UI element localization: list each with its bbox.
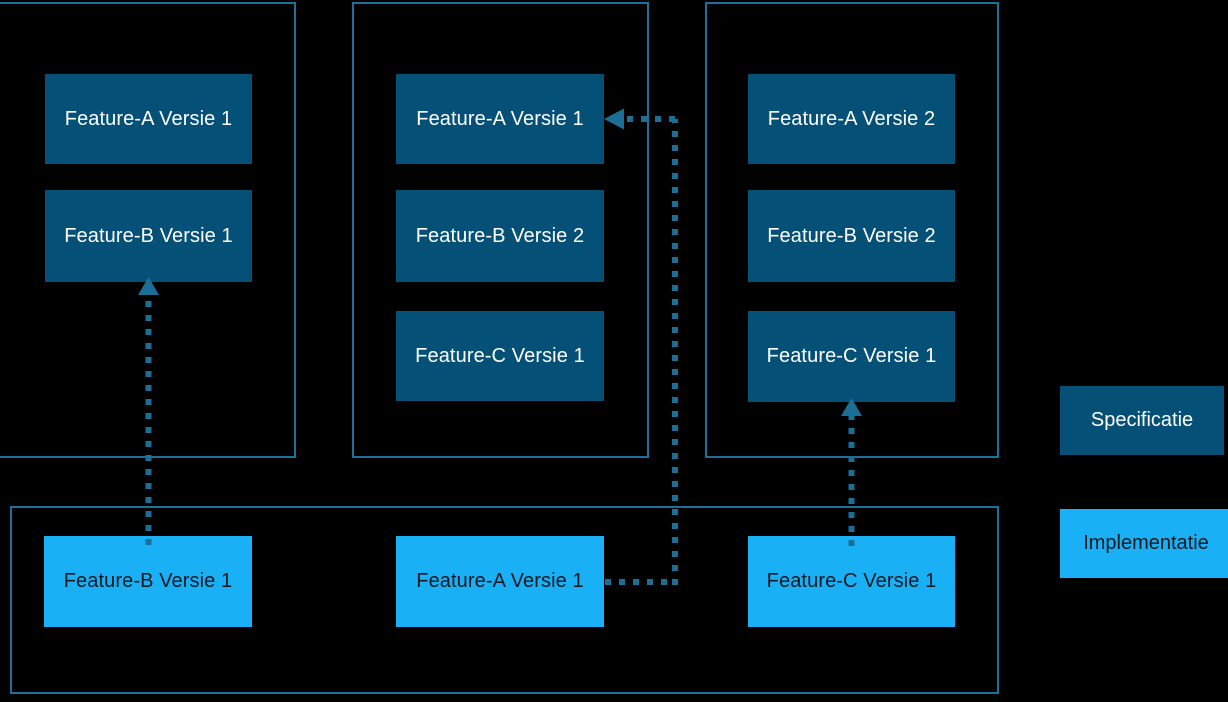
arrowhead-up-icon — [841, 398, 862, 416]
box-label: Feature-A Versie 1 — [416, 570, 584, 592]
box-label: Feature-A Versie 1 — [416, 107, 584, 130]
spec-box-feature-a-v1-col2[interactable]: Feature-A Versie 1 — [396, 74, 604, 164]
spec-box-feature-c-v1-col3[interactable]: Feature-C Versie 1 — [748, 311, 955, 402]
legend-label-implementatie: Implementatie — [1083, 532, 1209, 554]
arrowhead-left-icon — [604, 108, 624, 130]
spec-box-feature-b-v2-col3[interactable]: Feature-B Versie 2 — [748, 190, 955, 282]
spec-box-feature-c-v1-col2[interactable]: Feature-C Versie 1 — [396, 311, 604, 401]
spec-box-feature-b-v1-col1[interactable]: Feature-B Versie 1 — [45, 190, 252, 282]
legend-label-specificatie: Specificatie — [1090, 409, 1194, 431]
box-label: Feature-A Versie 2 — [767, 107, 936, 130]
box-label: Feature-C Versie 1 — [766, 345, 937, 367]
box-label: Feature-B Versie 1 — [63, 570, 233, 592]
connector-impl-a-to-spec-a — [600, 108, 690, 590]
box-label: Feature-B Versie 2 — [767, 224, 936, 247]
box-label: Feature-C Versie 1 — [766, 570, 937, 592]
spec-box-feature-a-v1-col1[interactable]: Feature-A Versie 1 — [45, 74, 252, 164]
spec-box-feature-b-v2-col2[interactable]: Feature-B Versie 2 — [396, 190, 604, 282]
legend-item-specificatie[interactable]: Specificatie — [1060, 386, 1224, 455]
panel-impl-group — [10, 506, 999, 694]
impl-box-feature-b-v1[interactable]: Feature-B Versie 1 — [44, 536, 252, 627]
box-label: Feature-C Versie 1 — [415, 344, 585, 367]
arrowhead-up-icon — [138, 277, 159, 295]
connector-impl-b-to-spec-b — [128, 275, 172, 545]
panel-spec-group-2 — [352, 2, 649, 458]
box-label: Feature-B Versie 1 — [64, 224, 233, 247]
box-label: Feature-B Versie 2 — [415, 224, 585, 247]
impl-box-feature-c-v1[interactable]: Feature-C Versie 1 — [748, 536, 955, 627]
impl-box-feature-a-v1[interactable]: Feature-A Versie 1 — [396, 536, 604, 627]
legend-item-implementatie[interactable]: Implementatie — [1060, 509, 1228, 578]
box-label: Feature-A Versie 1 — [64, 107, 233, 130]
connector-impl-c-to-spec-c — [831, 396, 875, 546]
spec-box-feature-a-v2-col3[interactable]: Feature-A Versie 2 — [748, 74, 955, 164]
